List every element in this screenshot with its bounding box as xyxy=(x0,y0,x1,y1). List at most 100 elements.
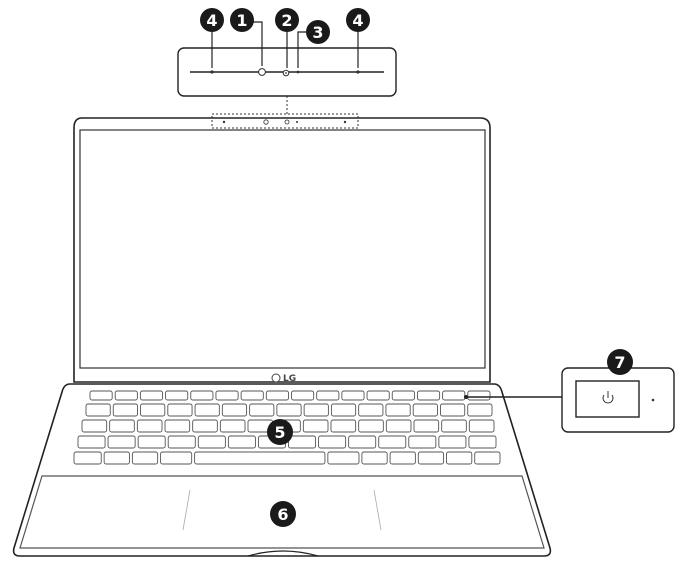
zoom-mic-right-icon xyxy=(356,70,360,74)
keyboard-key[interactable] xyxy=(249,403,275,417)
keyboard-key[interactable] xyxy=(190,390,214,401)
keyboard-key[interactable] xyxy=(303,403,329,417)
callout-2: 2 xyxy=(275,8,299,32)
keyboard-key[interactable] xyxy=(391,390,415,401)
keyboard-key[interactable] xyxy=(240,390,264,401)
bezel-ir-camera-icon xyxy=(284,119,290,125)
screen xyxy=(79,129,486,369)
keyboard-key[interactable] xyxy=(358,403,384,417)
zoom-ir-camera-icon xyxy=(282,69,290,77)
keyboard-key[interactable] xyxy=(136,419,163,433)
keyboard-key[interactable] xyxy=(85,403,111,417)
power-zoom-box xyxy=(561,367,675,433)
bezel-led-icon xyxy=(296,121,298,123)
bezel-sensor-region xyxy=(211,113,359,129)
keyboard-key[interactable] xyxy=(160,451,193,465)
keyboard-key[interactable] xyxy=(468,419,495,433)
keyboard-key[interactable] xyxy=(327,451,360,465)
keyboard-key[interactable] xyxy=(330,419,357,433)
keyboard-key[interactable] xyxy=(77,435,106,449)
lg-logo-text: LG xyxy=(283,374,296,384)
keyboard-key[interactable] xyxy=(440,403,466,417)
zoom-camera-led-icon xyxy=(296,70,300,74)
keyboard-key[interactable] xyxy=(474,451,501,465)
keyboard-key[interactable] xyxy=(197,435,226,449)
keyboard-key[interactable] xyxy=(194,451,326,465)
keyboard-key[interactable] xyxy=(140,403,166,417)
touchpad-left-edge xyxy=(182,489,191,531)
keyboard-key[interactable] xyxy=(412,403,438,417)
power-button-key xyxy=(575,380,640,418)
callout-5-label: 5 xyxy=(274,423,285,442)
keyboard-key[interactable] xyxy=(164,419,191,433)
keyboard-key[interactable] xyxy=(316,390,340,401)
keyboard-key[interactable] xyxy=(165,390,189,401)
keyboard-key[interactable] xyxy=(389,451,416,465)
keyboard-key[interactable] xyxy=(385,403,411,417)
keyboard-key[interactable] xyxy=(467,403,493,417)
bezel-camera-icon xyxy=(263,119,269,125)
keyboard-key[interactable] xyxy=(276,403,302,417)
keyboard-key[interactable] xyxy=(109,419,135,433)
keyboard-key[interactable] xyxy=(227,435,256,449)
callout-4b: 4 xyxy=(346,8,370,32)
callout-7-label: 7 xyxy=(614,353,625,372)
keyboard-key[interactable] xyxy=(167,403,193,417)
power-icon xyxy=(602,391,614,404)
callout-6: 6 xyxy=(270,501,296,527)
keyboard-key[interactable] xyxy=(361,451,388,465)
keyboard-key[interactable] xyxy=(194,403,220,417)
keyboard-key[interactable] xyxy=(291,390,315,401)
keyboard-key[interactable] xyxy=(131,451,159,465)
keyboard-key[interactable] xyxy=(442,390,466,401)
keyboard-key[interactable] xyxy=(302,419,329,433)
keyboard-key[interactable] xyxy=(348,435,377,449)
keyboard-key[interactable] xyxy=(446,451,473,465)
keyboard-key[interactable] xyxy=(219,419,246,433)
keyboard-key[interactable] xyxy=(366,390,390,401)
bezel-mic-left-icon xyxy=(222,120,226,124)
touchpad-right-edge xyxy=(373,489,382,531)
callout-1: 1 xyxy=(230,8,254,32)
keyboard-key[interactable] xyxy=(288,435,317,449)
lg-logo: LG xyxy=(271,373,296,384)
keyboard-key[interactable] xyxy=(385,419,412,433)
keyboard-key[interactable] xyxy=(137,435,166,449)
keyboard-key[interactable] xyxy=(215,390,239,401)
keyboard-key[interactable] xyxy=(468,435,497,449)
keyboard-key[interactable] xyxy=(112,403,138,417)
keyboard-key[interactable] xyxy=(192,419,218,433)
keyboard-key[interactable] xyxy=(167,435,196,449)
keyboard-key[interactable] xyxy=(330,403,357,417)
keyboard-key[interactable] xyxy=(73,451,102,465)
keyboard-key[interactable] xyxy=(107,435,136,449)
keyboard-key[interactable] xyxy=(114,390,138,401)
keyboard-key[interactable] xyxy=(441,419,467,433)
keyboard-key[interactable] xyxy=(221,403,248,417)
keyboard-key[interactable] xyxy=(438,435,467,449)
keyboard-key[interactable] xyxy=(467,390,491,401)
callout-4b-label: 4 xyxy=(352,11,363,30)
keyboard-key[interactable] xyxy=(358,419,384,433)
callout-2-label: 2 xyxy=(281,11,292,30)
keyboard-key[interactable] xyxy=(103,451,130,465)
keyboard-key[interactable] xyxy=(318,435,347,449)
keyboard-key[interactable] xyxy=(89,390,113,401)
callout-7: 7 xyxy=(607,349,633,375)
keyboard-key[interactable] xyxy=(408,435,437,449)
keyboard-key[interactable] xyxy=(265,390,289,401)
callout-4a-label: 4 xyxy=(206,11,217,30)
keyboard-key[interactable] xyxy=(378,435,407,449)
keyboard-key[interactable] xyxy=(416,390,441,401)
keyboard-key[interactable] xyxy=(81,419,108,433)
keyboard-key[interactable] xyxy=(413,419,440,433)
front-notch xyxy=(247,550,319,557)
power-button-spot xyxy=(464,395,468,399)
laptop-lid: LG xyxy=(73,113,491,384)
keyboard-key[interactable] xyxy=(139,390,164,401)
keyboard-key[interactable] xyxy=(341,390,365,401)
keyboard xyxy=(73,390,501,465)
keyboard-key[interactable] xyxy=(417,451,445,465)
zoom-mic-left-icon xyxy=(210,70,214,74)
